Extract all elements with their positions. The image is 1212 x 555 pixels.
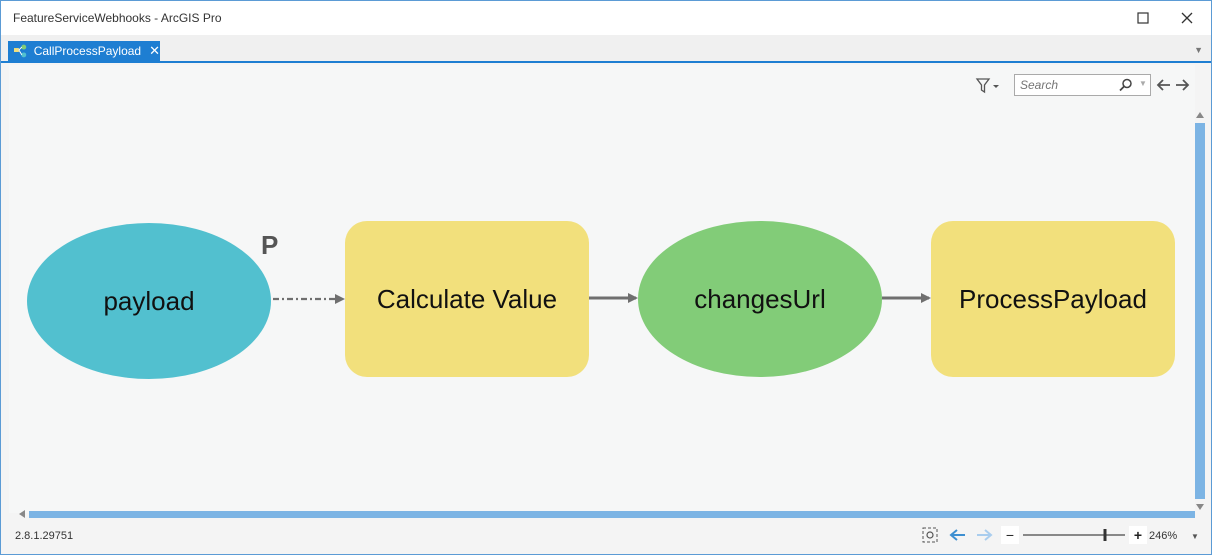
horizontal-scrollbar[interactable] xyxy=(19,509,1195,519)
model-icon xyxy=(14,44,27,58)
close-window-button[interactable] xyxy=(1169,5,1205,31)
node-changesurl-shape xyxy=(638,221,882,377)
previous-extent-icon[interactable] xyxy=(949,527,967,543)
filter-button[interactable] xyxy=(973,75,1003,97)
search-dropdown-icon[interactable]: ▼ xyxy=(1139,79,1147,88)
zoom-level[interactable]: 246% xyxy=(1149,530,1178,542)
parameter-marker: P xyxy=(261,230,278,260)
maximize-icon xyxy=(1137,12,1149,24)
fit-to-window-icon[interactable] xyxy=(921,526,939,544)
title-bar: FeatureServiceWebhooks - ArcGIS Pro xyxy=(1,1,1211,35)
tab-close-button[interactable]: ✕ xyxy=(149,43,160,58)
node-changesurl[interactable]: changesUrl xyxy=(638,221,882,377)
node-processpayload-shape xyxy=(931,221,1175,377)
node-calculate-value[interactable]: Calculate Value xyxy=(345,221,589,377)
scroll-up-icon[interactable] xyxy=(1196,112,1204,118)
tab-label: CallProcessPayload xyxy=(33,44,142,58)
scroll-down-icon[interactable] xyxy=(1196,504,1204,510)
next-extent-icon[interactable] xyxy=(975,527,993,543)
window-title: FeatureServiceWebhooks - ArcGIS Pro xyxy=(13,11,222,25)
search-field[interactable]: ▼ xyxy=(1014,74,1151,96)
node-calculate-value-label: Calculate Value xyxy=(377,284,557,314)
previous-result-icon[interactable] xyxy=(1156,77,1172,93)
scroll-left-icon[interactable] xyxy=(19,510,25,518)
search-input[interactable] xyxy=(1015,75,1125,95)
model-canvas[interactable]: payload P Calculate Value changesUrl Pro… xyxy=(9,65,1195,513)
maximize-button[interactable] xyxy=(1125,5,1161,31)
zoom-slider-thumb[interactable] xyxy=(1103,529,1107,541)
version-label: 2.8.1.29751 xyxy=(15,530,74,542)
node-processpayload-label: ProcessPayload xyxy=(959,284,1147,314)
node-changesurl-label: changesUrl xyxy=(694,284,826,314)
model-diagram: payload P Calculate Value changesUrl Pro… xyxy=(27,221,1175,379)
tab-strip: CallProcessPayload ✕ ▼ xyxy=(1,35,1211,63)
horizontal-scroll-thumb[interactable] xyxy=(29,511,1195,518)
node-payload-shape xyxy=(27,223,271,379)
search-icon[interactable] xyxy=(1119,78,1133,92)
vertical-scrollbar[interactable] xyxy=(1195,111,1205,513)
zoom-slider[interactable] xyxy=(1021,526,1127,544)
node-payload[interactable]: payload xyxy=(27,223,271,379)
node-payload-label: payload xyxy=(103,286,194,316)
node-calculate-value-shape xyxy=(345,221,589,377)
vertical-scroll-thumb[interactable] xyxy=(1195,123,1205,499)
next-result-icon[interactable] xyxy=(1174,77,1190,93)
canvas-toolbar xyxy=(973,75,1003,97)
zoom-tools: − + xyxy=(921,526,1147,544)
zoom-out-button[interactable]: − xyxy=(1001,526,1019,544)
node-processpayload[interactable]: ProcessPayload xyxy=(931,221,1175,377)
zoom-in-button[interactable]: + xyxy=(1129,526,1147,544)
status-bar: 2.8.1.29751 − + 246% ▼ xyxy=(1,521,1211,554)
tab-callprocesspayload[interactable]: CallProcessPayload ✕ xyxy=(8,41,160,61)
close-icon xyxy=(1181,12,1193,24)
filter-icon xyxy=(975,78,999,94)
tab-overflow-icon[interactable]: ▼ xyxy=(1194,45,1203,55)
zoom-dropdown-icon[interactable]: ▼ xyxy=(1191,532,1199,541)
